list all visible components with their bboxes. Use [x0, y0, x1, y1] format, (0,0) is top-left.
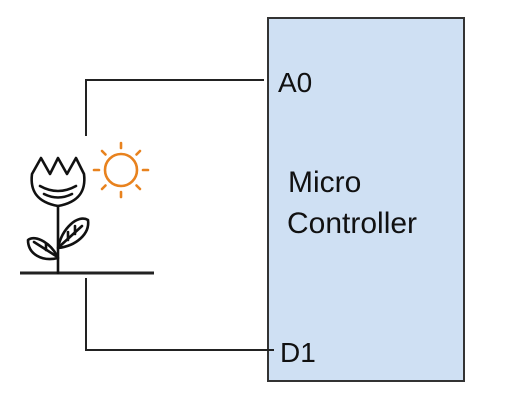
flower-plant-icon: [26, 156, 90, 275]
pin-label-a0: A0: [278, 67, 312, 98]
wire-a0: [85, 79, 264, 136]
microcontroller-label-line1: Micro: [288, 166, 361, 199]
microcontroller-label-line2: Controller: [287, 207, 417, 240]
sun-icon: [92, 141, 150, 199]
pin-label-d1: D1: [280, 337, 316, 368]
microcontroller-box: [267, 17, 465, 382]
wire-d1: [85, 278, 274, 351]
